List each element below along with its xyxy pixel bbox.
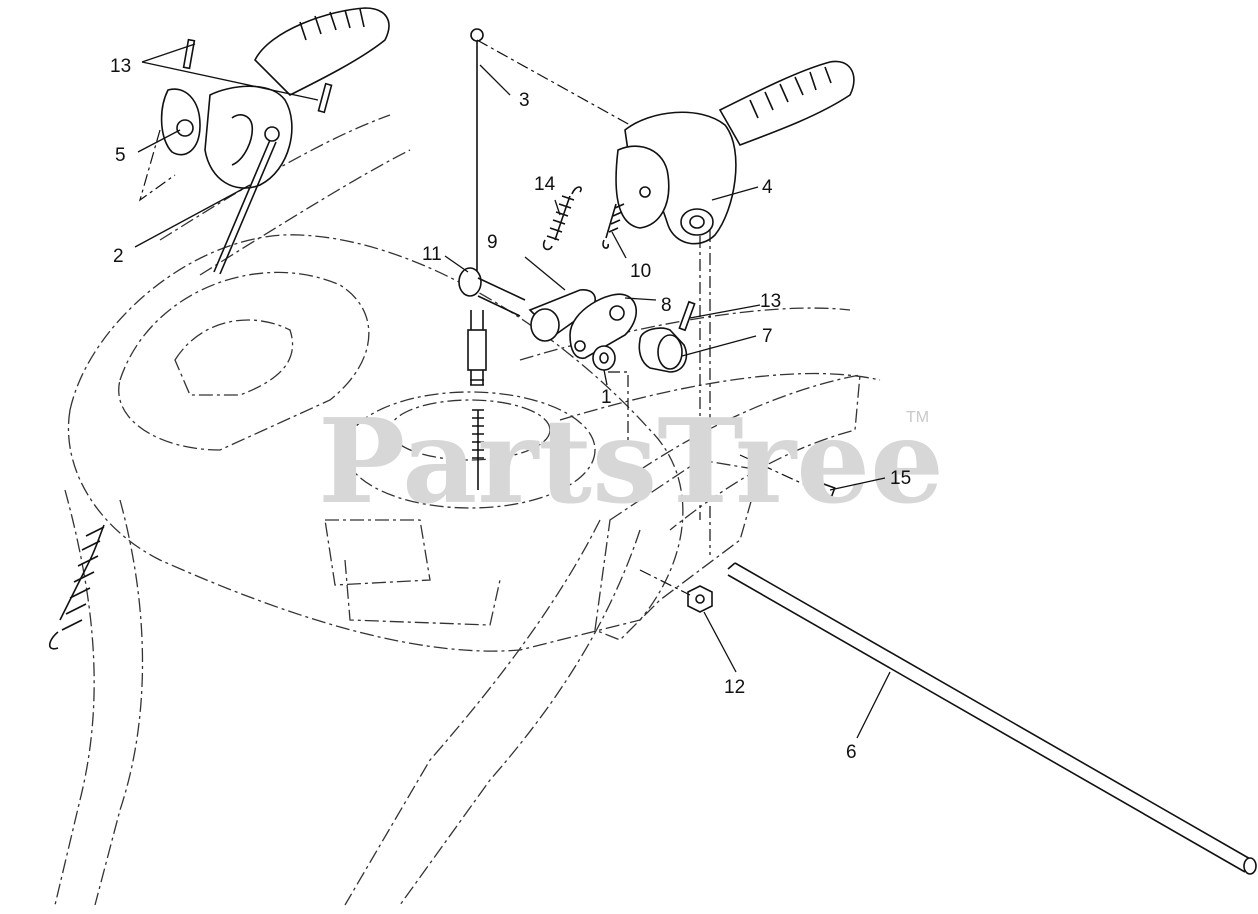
callout-7: 7 bbox=[762, 326, 773, 347]
callout-6: 6 bbox=[846, 742, 857, 763]
callout-12: 12 bbox=[724, 677, 745, 698]
callout-13-top: 13 bbox=[110, 56, 131, 77]
callout-15: 15 bbox=[890, 468, 911, 489]
partstree-watermark: PartsTree TM bbox=[318, 394, 944, 530]
watermark-trademark: TM bbox=[906, 409, 929, 426]
callout-14: 14 bbox=[534, 174, 556, 195]
callout-leaders bbox=[134, 43, 891, 739]
callout-5: 5 bbox=[115, 145, 126, 166]
alignment-lines bbox=[476, 39, 813, 596]
callout-1: 1 bbox=[601, 387, 612, 408]
callout-11: 11 bbox=[422, 244, 442, 265]
callout-2: 2 bbox=[113, 246, 124, 267]
callout-numbers: 13 3 5 4 14 9 2 11 10 8 13 7 1 15 12 6 bbox=[110, 56, 911, 763]
callout-3: 3 bbox=[519, 90, 530, 111]
watermark-brand: PartsTree bbox=[318, 394, 944, 530]
left-handle-assembly bbox=[138, 7, 390, 275]
callout-8: 8 bbox=[661, 295, 672, 316]
right-handle-assembly bbox=[602, 60, 855, 249]
linkage-parts bbox=[458, 28, 1257, 875]
callout-4: 4 bbox=[762, 177, 773, 198]
callout-9: 9 bbox=[487, 232, 498, 253]
callout-10: 10 bbox=[630, 261, 651, 282]
callout-13-right: 13 bbox=[760, 291, 781, 312]
